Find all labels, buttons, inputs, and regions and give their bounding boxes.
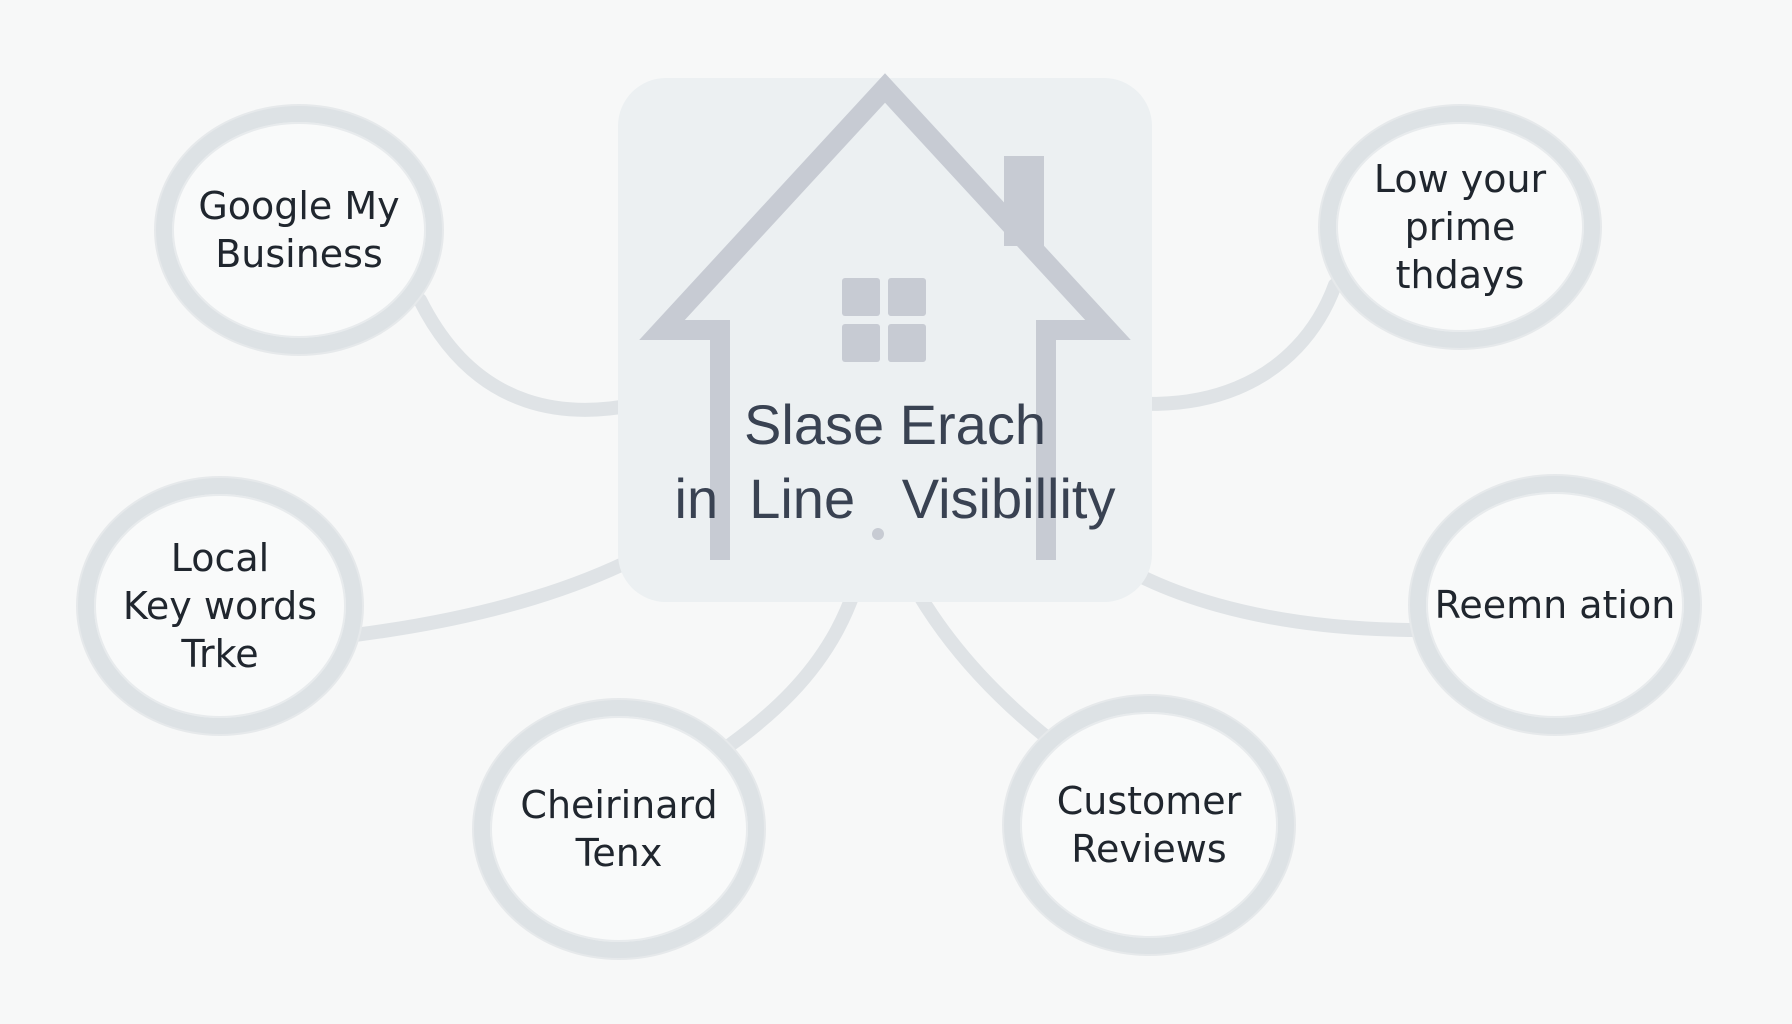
node-label: Reemn ation	[1434, 583, 1676, 627]
node-cheirinard-tenx: Cheirinard Tenx	[474, 700, 764, 958]
hub-title: Slase Erach in Line Visibillity	[560, 388, 1230, 536]
hub-title-line-2: in Line Visibillity	[674, 467, 1116, 530]
node-google-my-business: Google My Business	[156, 106, 442, 354]
node-label: Low your prime thdays	[1373, 157, 1547, 297]
node-reemnation: Reemn ation	[1410, 476, 1700, 734]
node-label: Cheirinard Tenx	[520, 783, 718, 875]
node-low-your-prime: Low your prime thdays	[1320, 106, 1600, 348]
node-local-keywords: Local Key words Trke	[78, 478, 362, 734]
node-label: Google My Business	[198, 184, 400, 276]
node-label: Local Key words Trke	[122, 536, 318, 676]
node-label: Customer Reviews	[1056, 779, 1242, 871]
hub-title-line-1: Slase Erach	[744, 393, 1046, 456]
node-customer-reviews: Customer Reviews	[1004, 696, 1294, 954]
